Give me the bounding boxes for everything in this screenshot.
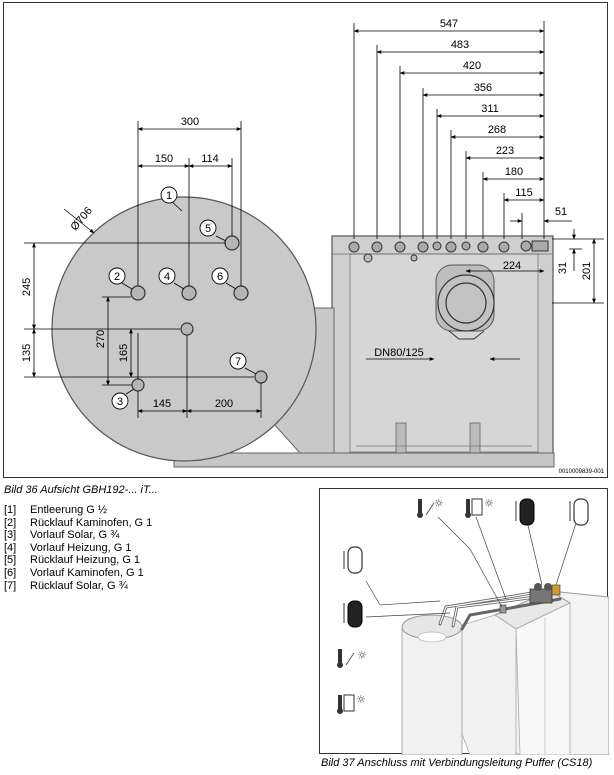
dim-270: 270 (95, 330, 107, 348)
legend-text: Vorlauf Solar, G ¾ (30, 529, 120, 542)
dim-201: 201 (581, 262, 593, 280)
figure-37-caption: Bild 37 Anschluss mit Verbindungsleitung… (321, 757, 593, 769)
thermometer-sun-icon-left: ☼ (337, 649, 367, 668)
dim-31: 31 (557, 262, 569, 274)
base-plate (173, 452, 555, 468)
dim-300: 300 (181, 116, 199, 128)
svg-text:☼: ☼ (356, 693, 366, 706)
legend-text: Rücklauf Kaminofen, G 1 (30, 516, 153, 529)
marker-4: 4 (164, 271, 170, 283)
svg-text:☼: ☼ (434, 497, 444, 510)
dim-311: 311 (481, 103, 499, 115)
legend-number: [7] (4, 579, 17, 592)
legend-item: [7] Rücklauf Solar, G ¾ (4, 580, 152, 593)
figure-37-illustration: ☼ ☼ ☼ ☼ (319, 488, 609, 755)
legend-text: Vorlauf Heizung, G 1 (30, 541, 132, 554)
black-cylinder-icon-left (343, 600, 363, 628)
store-cylinder (401, 614, 463, 755)
leader-lines (365, 516, 579, 618)
dim-224: 224 (503, 260, 521, 272)
black-cylinder-icon-top (515, 498, 535, 526)
dimension-labels: 547 483 420 356 311 268 223 180 115 51 2… (153, 18, 567, 410)
figure-36-drawing: 1 2 3 4 5 6 7 547 483 420 356 311 268 22… (3, 2, 608, 478)
dim-547: 547 (440, 18, 458, 30)
legend-text: Entleerung G ½ (30, 504, 108, 516)
dim-200: 200 (215, 398, 233, 410)
image-code: 0010009839-001 (559, 469, 605, 475)
legend-number: [3] (4, 529, 17, 542)
legend-number: [4] (4, 541, 17, 554)
dim-483: 483 (451, 39, 469, 51)
dim-356: 356 (474, 82, 492, 94)
legend-number: [2] (4, 516, 17, 529)
marker-7: 7 (235, 356, 241, 368)
left-dimension-lines (24, 121, 262, 418)
dim-165: 165 (118, 344, 130, 362)
legend-text: Vorlauf Kaminofen, G 1 (30, 566, 144, 579)
legend-item: [2] Rücklauf Kaminofen, G 1 (4, 517, 152, 530)
top-dimension-lines (353, 21, 604, 361)
dim-180: 180 (505, 166, 523, 178)
white-cylinder-icon-top (569, 498, 589, 526)
legend-number: [5] (4, 554, 17, 567)
legend-list: [1] Entleerung G ½ [2] Rücklauf Kaminofen,… (4, 504, 152, 592)
legend-text: Rücklauf Solar, G ¾ (30, 579, 128, 592)
legend-number: [1] (4, 504, 17, 516)
marker-1: 1 (166, 190, 172, 202)
legend-number: [6] (4, 566, 17, 579)
legend-item: [1] Entleerung G ½ (4, 504, 152, 517)
white-cylinder-icon-left (343, 546, 363, 574)
dim-420: 420 (463, 60, 481, 72)
legend-item: [3] Vorlauf Solar, G ¾ (4, 529, 152, 542)
svg-text:☼: ☼ (484, 497, 494, 510)
legend-item: [4] Vorlauf Heizung, G 1 (4, 542, 152, 555)
dim-245: 245 (21, 278, 33, 296)
legend-item: [6] Vorlauf Kaminofen, G 1 (4, 567, 152, 580)
legend-text: Rücklauf Heizung, G 1 (30, 554, 141, 567)
svg-text:☼: ☼ (357, 649, 367, 662)
thermometer-bracket-sun-icon-left: ☼ (337, 693, 366, 714)
marker-3: 3 (117, 396, 123, 408)
marker-6: 6 (217, 271, 223, 283)
dim-114: 114 (201, 153, 219, 165)
appliance-housing (449, 590, 609, 755)
thermometer-bracket-sun-icon-top: ☼ (465, 497, 494, 518)
marker-2: 2 (114, 271, 120, 283)
legend-item: [5] Rücklauf Heizung, G 1 (4, 554, 152, 567)
marker-labels: 1 2 3 4 5 6 7 (114, 190, 241, 408)
dim-223: 223 (496, 145, 514, 157)
pipe-highlights (439, 590, 551, 627)
rotated-dimension-labels: 201 31 245 135 270 165 Ø706 (21, 205, 593, 362)
dim-135: 135 (21, 344, 33, 362)
flue-pipe (435, 264, 495, 340)
top-fittings (499, 583, 561, 614)
marker-circles (108, 186, 247, 410)
tank-connections (348, 240, 549, 263)
dn-label: DN80/125 (374, 347, 424, 359)
dim-145: 145 (153, 398, 171, 410)
marker-5: 5 (205, 223, 211, 235)
dim-51: 51 (555, 206, 567, 218)
dim-268: 268 (488, 124, 506, 136)
dim-150: 150 (155, 153, 173, 165)
thermometer-sun-icon-top: ☼ (417, 497, 444, 518)
dim-115: 115 (515, 187, 533, 199)
diameter-label: Ø706 (68, 205, 94, 233)
figure-36-caption: Bild 36 Aufsicht GBH192-... iT... (4, 484, 158, 496)
